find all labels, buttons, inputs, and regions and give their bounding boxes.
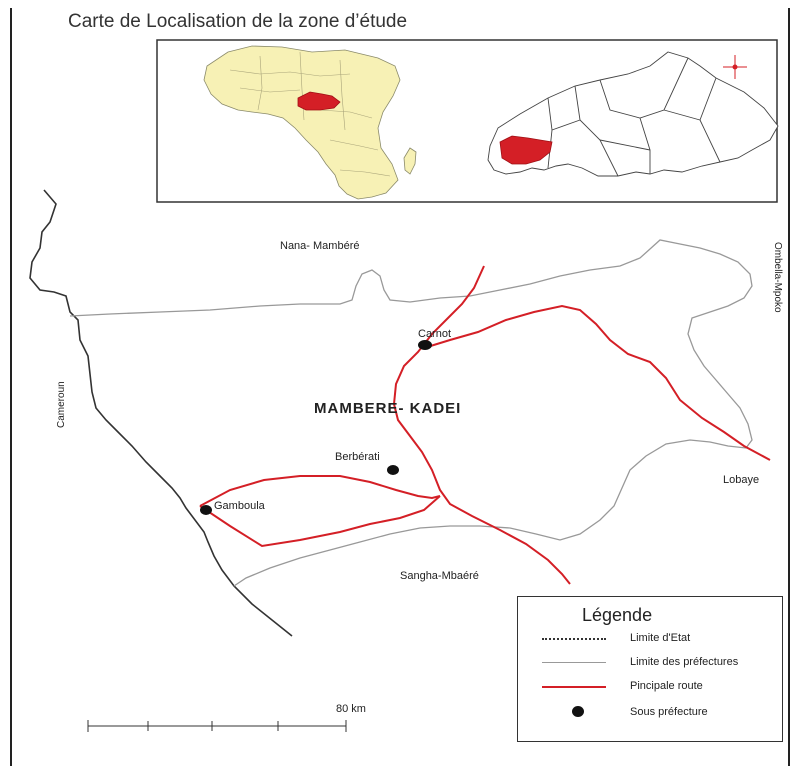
car-on-africa bbox=[297, 91, 341, 111]
label-lobaye: Lobaye bbox=[723, 474, 760, 486]
gamboula-marker bbox=[200, 505, 212, 515]
town-label-berberati: Berbérati bbox=[335, 451, 380, 463]
gray-line-icon bbox=[542, 662, 606, 663]
label-nana-mambere: Nana- Mambéré bbox=[280, 240, 360, 252]
car-prefectures-map bbox=[487, 51, 779, 177]
road-north-south bbox=[392, 265, 571, 585]
label-sangha-mbaere: Sangha-Mbaéré bbox=[400, 570, 479, 582]
town-markers bbox=[200, 340, 432, 515]
town-label-gamboula: Gamboula bbox=[214, 500, 265, 512]
map-title: Carte de Localisation de la zone d’étude bbox=[68, 11, 408, 32]
africa-continent bbox=[203, 45, 401, 200]
map-frame bbox=[10, 8, 790, 766]
legend-item-state-border: Limite d'Etat bbox=[518, 629, 782, 649]
state-border bbox=[29, 189, 293, 637]
africa-borders bbox=[229, 51, 391, 177]
road-east bbox=[423, 304, 771, 461]
road-gamboula-south bbox=[199, 495, 441, 548]
prefecture-border bbox=[69, 239, 753, 587]
berberati-marker bbox=[387, 465, 399, 475]
legend-title: Légende bbox=[582, 605, 653, 625]
study-area-inset bbox=[499, 135, 553, 165]
label-ombella-mpoko: Ombella-Mpoko bbox=[772, 242, 783, 313]
legend-item-prefecture-border: Limite des préfectures bbox=[518, 653, 782, 673]
region-label: MAMBERE- KADEI bbox=[314, 400, 462, 417]
carnot-marker bbox=[418, 340, 432, 350]
main-roads bbox=[199, 265, 771, 585]
madagascar bbox=[403, 147, 417, 175]
legend-item-main-road: Pincipale route bbox=[518, 677, 782, 697]
scale-bar bbox=[87, 720, 347, 732]
red-line-icon bbox=[542, 686, 606, 688]
town-label-carnot: Carnot bbox=[418, 328, 452, 340]
scale-label: 80 km bbox=[336, 703, 366, 715]
legend-item-sub-prefecture: Sous préfecture bbox=[518, 703, 782, 723]
black-dot-icon bbox=[572, 706, 584, 717]
compass-icon bbox=[723, 55, 747, 79]
legend: Légende Limite d'Etat Limite des préfect… bbox=[517, 596, 783, 742]
road-gamboula-north bbox=[199, 475, 441, 507]
dotted-line-icon bbox=[542, 638, 606, 640]
label-cameroun: Cameroun bbox=[56, 381, 67, 428]
